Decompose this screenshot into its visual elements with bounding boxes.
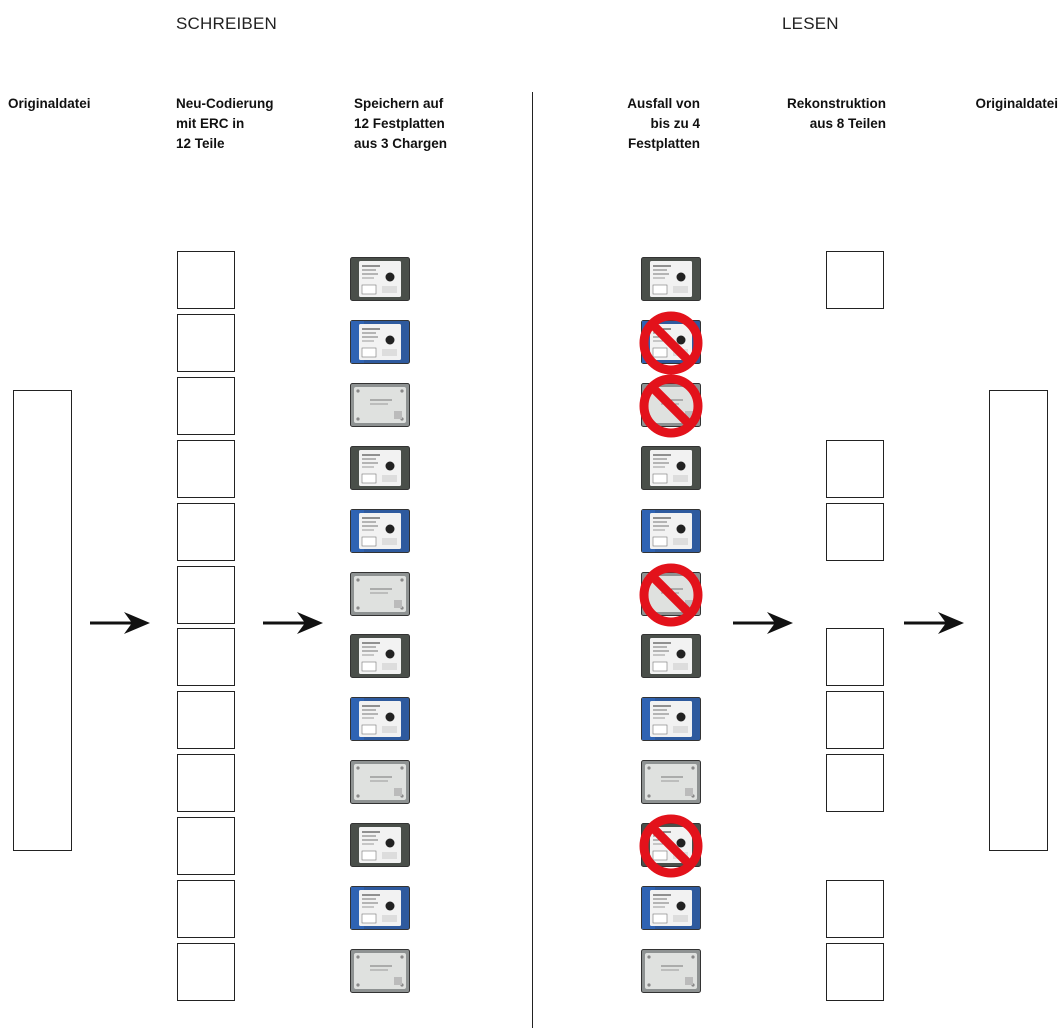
hard-drive-icon (350, 446, 410, 490)
original-file-right (989, 390, 1048, 851)
column-header-storage: Speichern auf 12 Festplatten aus 3 Charg… (354, 96, 448, 151)
column-header-original-right: Originaldatei (975, 96, 1058, 111)
hard-drive-icon (350, 823, 410, 867)
column-header-original-left: Originaldatei (8, 96, 91, 111)
hard-drive-icon (350, 634, 410, 678)
encoded-part (177, 566, 235, 624)
encoded-part (177, 754, 235, 812)
hard-drive-icon (641, 949, 701, 993)
hard-drive-icon (641, 634, 701, 678)
encoded-part (177, 377, 235, 435)
hard-drive-icon (641, 257, 701, 301)
no-symbol-icon (637, 372, 705, 440)
encoded-part (177, 880, 235, 938)
encoded-part (177, 314, 235, 372)
hard-drive-icon (641, 760, 701, 804)
hard-drive-icon (641, 697, 701, 741)
column-header-encoding: Neu-Codierung mit ERC in 12 Teile (176, 96, 274, 151)
encoded-part (177, 440, 235, 498)
reconstructed-part (826, 628, 884, 686)
hard-drive-icon (350, 572, 410, 616)
arrow-right-icon (263, 612, 323, 634)
column-header-failure: Ausfall von bis zu 4 Festplatten (627, 96, 700, 151)
reconstructed-part (826, 503, 884, 561)
no-symbol-icon (637, 561, 705, 629)
original-file-left (13, 390, 72, 851)
hard-drive-icon (641, 509, 701, 553)
column-header-reconstruction: Rekonstruktion aus 8 Teilen (786, 96, 886, 131)
no-symbol-icon (637, 812, 705, 880)
hard-drive-icon (350, 383, 410, 427)
encoded-part (177, 503, 235, 561)
reconstructed-part (826, 754, 884, 812)
hard-drive-icon (350, 509, 410, 553)
hard-drive-icon (350, 949, 410, 993)
hard-drive-icon (350, 320, 410, 364)
hard-drive-icon (350, 760, 410, 804)
encoded-part (177, 251, 235, 309)
arrow-right-icon (904, 612, 964, 634)
hard-drive-icon (350, 697, 410, 741)
no-symbol-icon (637, 309, 705, 377)
reconstructed-part (826, 880, 884, 938)
hard-drive-icon (641, 446, 701, 490)
section-title-write: SCHREIBEN (176, 14, 277, 33)
reconstructed-part (826, 440, 884, 498)
reconstructed-part (826, 943, 884, 1001)
reconstructed-part (826, 691, 884, 749)
section-divider (532, 92, 533, 1028)
arrow-right-icon (733, 612, 793, 634)
encoded-part (177, 817, 235, 875)
reconstructed-part (826, 251, 884, 309)
hard-drive-icon (641, 886, 701, 930)
hard-drive-icon (350, 886, 410, 930)
encoded-part (177, 628, 235, 686)
encoded-part (177, 691, 235, 749)
hard-drive-icon (350, 257, 410, 301)
encoded-part (177, 943, 235, 1001)
arrow-right-icon (90, 612, 150, 634)
section-title-read: LESEN (782, 14, 839, 33)
